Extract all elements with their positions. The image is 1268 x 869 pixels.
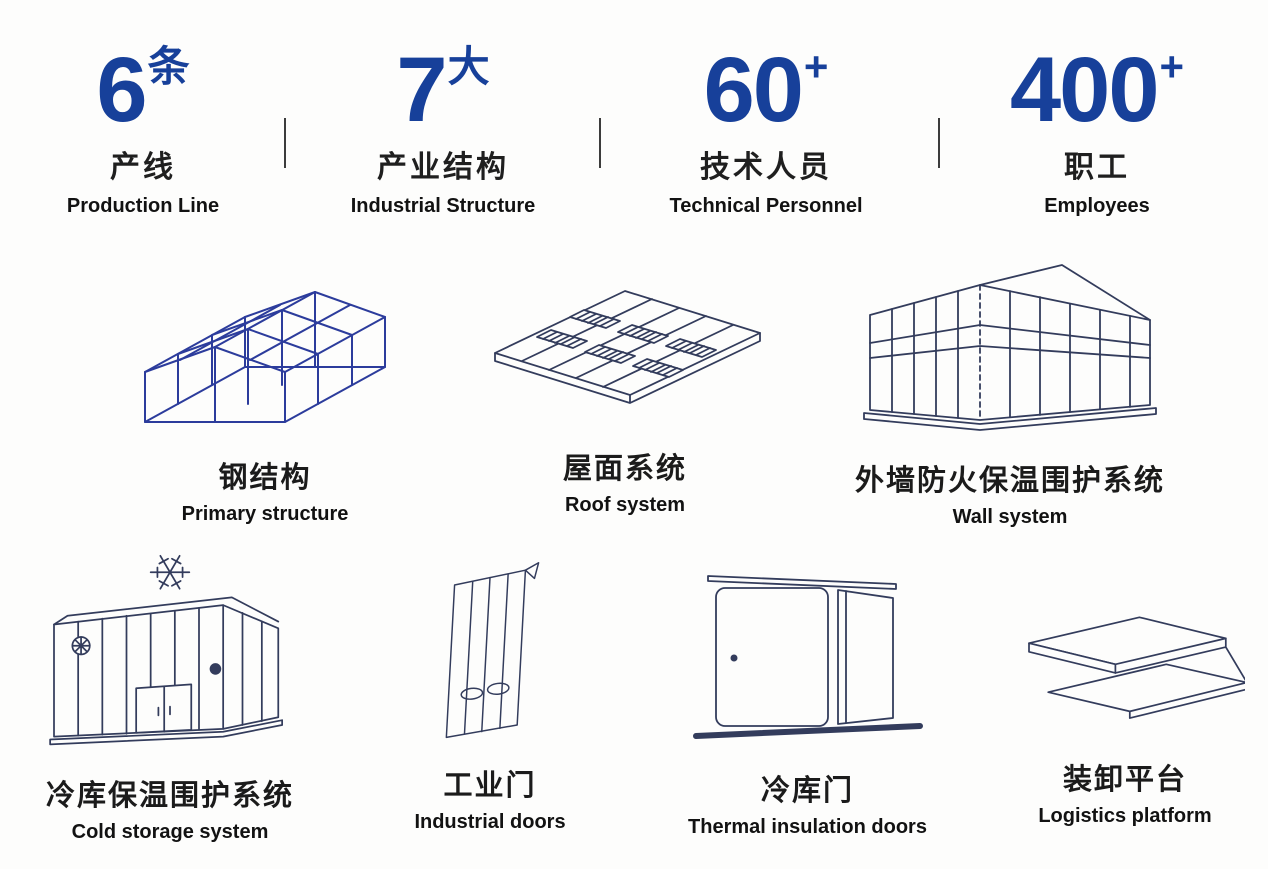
stat-value: 7 (396, 39, 447, 141)
stat-unit: 大 (447, 43, 490, 90)
product-name-zh: 钢结构 (218, 462, 312, 494)
roof-system-icon (494, 290, 761, 404)
stat-divider (938, 118, 940, 168)
stat-production-line: 6条 产线 Production Line (43, 43, 243, 218)
stat-label-en: Employees (1044, 195, 1150, 217)
product-card-logistics-platform: 装卸平台 Logistics platform (1005, 600, 1245, 828)
stat-number: 7大 (333, 43, 553, 136)
industrial-door-icon (445, 562, 540, 739)
stat-value: 60 (703, 39, 804, 141)
logistics-platform-icon (1028, 616, 1245, 719)
thermal-door-icon (692, 575, 923, 739)
snowflake-icon (149, 554, 191, 590)
stat-value: 400 (1009, 39, 1159, 141)
wall-system-icon (863, 264, 1157, 431)
stat-number: 6条 (43, 43, 243, 136)
stat-label-zh: 产线 (110, 151, 176, 184)
product-card-cold-storage: 冷库保温围护系统 Cold storage system (25, 545, 315, 844)
product-name-en: Primary structure (181, 503, 349, 525)
stat-divider (599, 118, 601, 168)
stat-unit: + (1159, 43, 1185, 90)
product-name-zh: 装卸平台 (1062, 764, 1187, 796)
product-card-wall-system: 外墙防火保温围护系统 Wall system (850, 245, 1170, 529)
stat-unit: + (803, 43, 829, 90)
product-name-zh: 冷库保温围护系统 (45, 780, 294, 812)
stat-number: 400+ (987, 43, 1207, 136)
product-name-en: Cold storage system (71, 821, 269, 843)
stat-number: 60+ (656, 43, 876, 136)
stat-label-zh: 技术人员 (700, 151, 832, 184)
product-name-en: Wall system (952, 506, 1068, 528)
product-name-en: Thermal insulation doors (688, 816, 927, 838)
stat-label-zh: 职工 (1064, 151, 1130, 184)
product-name-zh: 冷库门 (760, 775, 854, 807)
stat-divider (284, 118, 286, 168)
product-name-zh: 外墙防火保温围护系统 (854, 465, 1165, 497)
product-name-zh: 屋面系统 (562, 453, 687, 485)
steel-structure-icon (144, 291, 386, 423)
stat-label-zh: 产业结构 (377, 151, 509, 184)
product-name-en: Industrial doors (414, 811, 566, 833)
product-card-thermal-door: 冷库门 Thermal insulation doors (685, 560, 930, 839)
stat-technical-personnel: 60+ 技术人员 Technical Personnel (656, 43, 876, 218)
product-name-en: Roof system (564, 494, 686, 516)
product-name-en: Logistics platform (1038, 805, 1212, 827)
cold-storage-icon (49, 554, 284, 746)
product-card-roof-system: 屋面系统 Roof system (470, 248, 780, 517)
stat-employees: 400+ 职工 Employees (987, 43, 1207, 218)
stat-label-en: Production Line (66, 195, 220, 217)
product-name-zh: 工业门 (443, 770, 537, 802)
product-card-steel-structure: 钢结构 Primary structure (100, 252, 430, 526)
stat-value: 6 (96, 39, 147, 141)
stat-label-en: Industrial Structure (350, 195, 536, 217)
stat-label-en: Technical Personnel (669, 195, 863, 217)
stat-industrial-structure: 7大 产业结构 Industrial Structure (333, 43, 553, 218)
product-card-industrial-door: 工业门 Industrial doors (395, 560, 585, 834)
stat-unit: 条 (147, 43, 190, 90)
